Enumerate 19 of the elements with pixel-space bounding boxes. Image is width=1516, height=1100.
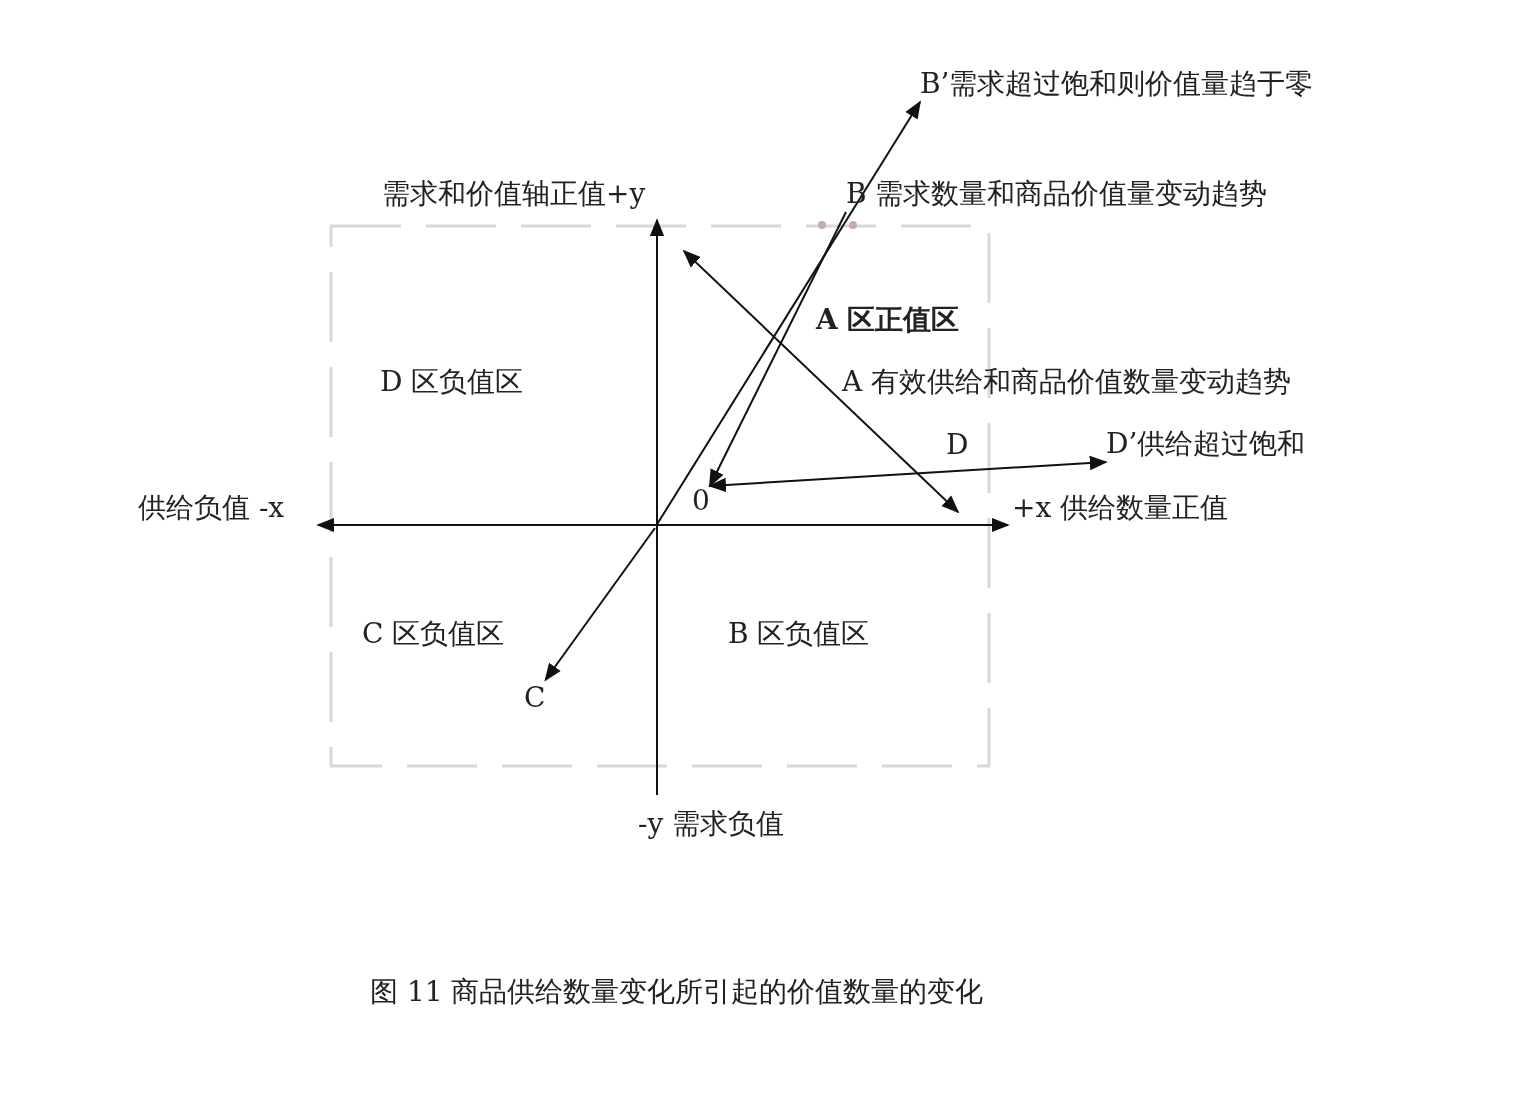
axis-label: -y 需求负值: [638, 806, 785, 842]
end-label: B’需求超过饱和则价值量趋于零: [920, 66, 1370, 102]
arrow: [544, 527, 656, 682]
arrow: [708, 211, 847, 488]
axis-label: 供给负值 -x: [138, 490, 285, 526]
figure-caption: 图 11 商品供给数量变化所引起的价值数量的变化: [370, 974, 984, 1010]
start-label: B 需求数量和商品价值量变动趋势: [846, 176, 1268, 212]
end-label: D’供给超过饱和: [1106, 426, 1306, 462]
origin-label: 0: [692, 486, 710, 516]
zone-label: B 区负值区: [728, 616, 870, 652]
zone-label: D 区负值区: [380, 364, 524, 400]
zone-label: A 区正值区: [816, 302, 960, 338]
end-label: C: [524, 680, 546, 716]
arrow: [655, 100, 921, 527]
axis-label: 需求和价值轴正值+y: [382, 176, 646, 212]
trend-label: A 有效供给和商品价值数量变动趋势: [842, 364, 1292, 400]
arrow: [708, 455, 1108, 493]
zone-label: C 区负值区: [362, 616, 505, 652]
axis-label: +x 供给数量正值: [1012, 490, 1229, 526]
